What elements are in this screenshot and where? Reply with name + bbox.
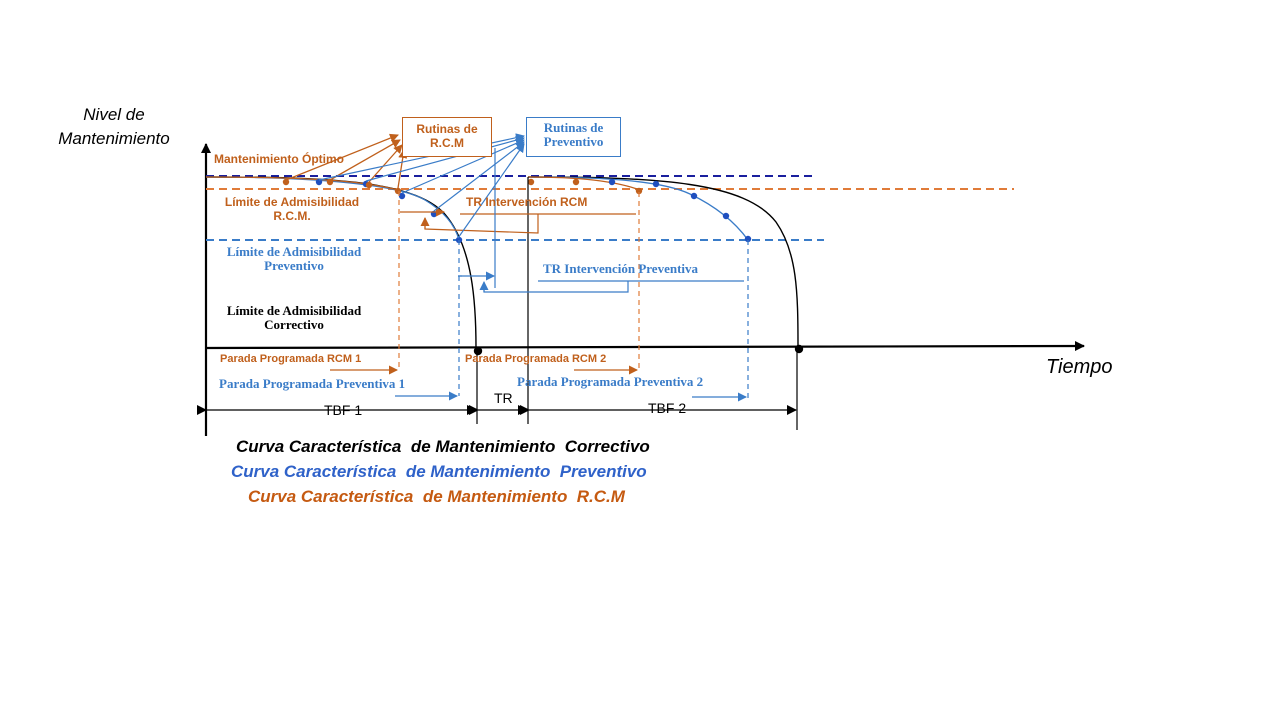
- preventive-dot: [722, 212, 730, 220]
- corrective-curve-2: [527, 176, 799, 347]
- tr-preventive-bracket: [458, 271, 744, 293]
- x-axis: [205, 341, 1085, 352]
- preventive-routines-text: Rutinas de Preventivo: [543, 120, 604, 149]
- preventive-dot: [398, 192, 406, 200]
- preventive-dot: [744, 235, 752, 243]
- tbf1-label: TBF 1: [324, 402, 363, 418]
- legend-corrective: Curva Característica de Mantenimiento Co…: [236, 437, 650, 456]
- tr-label: TR: [494, 390, 513, 406]
- preventive-dot: [652, 180, 660, 188]
- stop-prev-2-label: Parada Programada Preventiva 2: [517, 374, 704, 389]
- preventive-curve-2: [527, 176, 749, 241]
- x-axis-label: Tiempo: [1046, 356, 1113, 378]
- tbf2-label: TBF 2: [648, 400, 687, 416]
- rcm-limit-label: Límite de Admisibilidad R.C.M.: [224, 195, 360, 223]
- legend-rcm: Curva Característica de Mantenimiento R.…: [248, 487, 625, 506]
- tr-preventive-label: TR Intervención Preventiva: [543, 261, 699, 276]
- axes: [201, 143, 1085, 436]
- rcm-dot: [394, 187, 402, 195]
- stop-arrows: [330, 365, 747, 402]
- preventive-dot: [690, 192, 698, 200]
- y-axis-label: Nivel de Mantenimiento: [58, 105, 170, 148]
- rcm-dot: [365, 181, 373, 189]
- failure-point: [794, 344, 804, 354]
- preventive-dot: [608, 178, 616, 186]
- preventive-limit-label: Límite de Admisibilidad Preventivo: [226, 244, 362, 273]
- rcm-dot: [282, 178, 290, 186]
- tr-rcm-label: TR Intervención RCM: [466, 195, 588, 209]
- stop-prev-1-label: Parada Programada Preventiva 1: [219, 376, 406, 391]
- rcm-routines-text: Rutinas de R.C.M: [416, 122, 478, 150]
- rcm-dot: [635, 187, 643, 195]
- legend-preventive: Curva Característica de Mantenimiento Pr…: [231, 462, 647, 481]
- stop-rcm-2-label: Parada Programada RCM 2: [465, 353, 607, 365]
- rcm-dot: [572, 178, 580, 186]
- stop-rcm-1-label: Parada Programada RCM 1: [220, 353, 362, 365]
- corrective-limit-label: Límite de Admisibilidad Correctivo: [226, 303, 362, 332]
- preventive-dot: [315, 178, 323, 186]
- rcm-dot: [326, 178, 334, 186]
- optimo-label: Mantenimiento Óptimo: [214, 152, 344, 166]
- level-lines: [206, 175, 1014, 241]
- rcm-dot: [527, 178, 535, 186]
- failure-point: [473, 346, 483, 356]
- vertical-guides: [398, 177, 798, 430]
- tr-rcm-bracket: [400, 207, 636, 234]
- rcm-curve-2: [527, 176, 641, 191]
- preventive-routines-box: Rutinas de Preventivo: [526, 117, 621, 157]
- rcm-routines-box: Rutinas de R.C.M: [402, 117, 492, 157]
